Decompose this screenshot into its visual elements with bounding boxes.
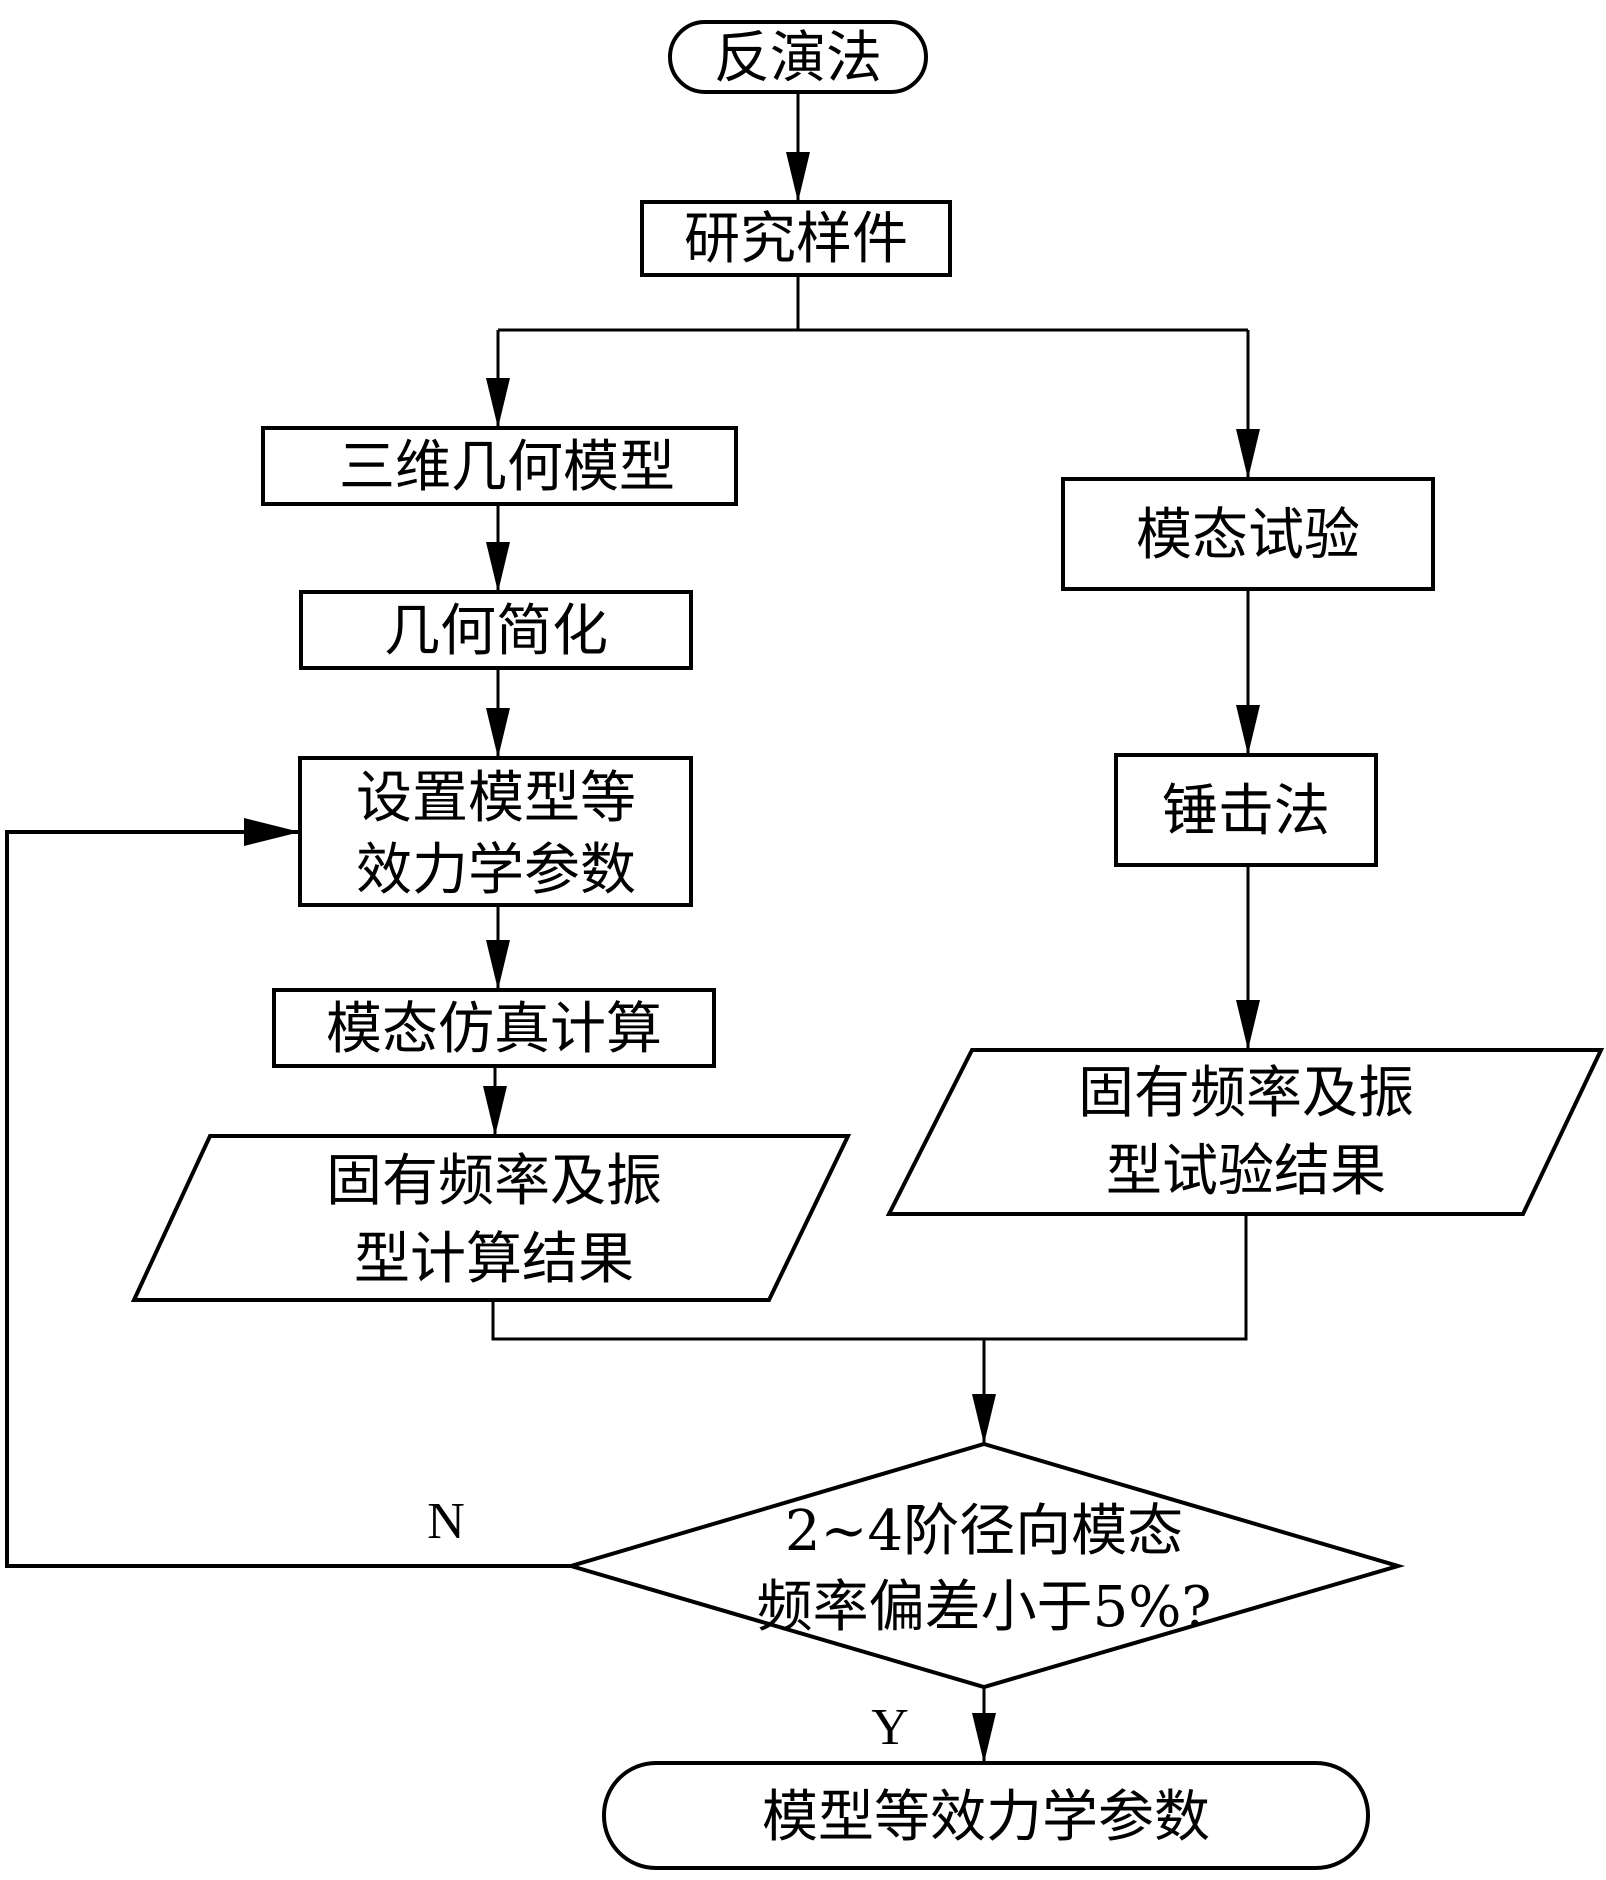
terminal-shape bbox=[668, 20, 928, 94]
node-test-result-line-2: 型试验结果 bbox=[1106, 1139, 1386, 1204]
node-decision-line-1: 2~4阶径向模态 bbox=[785, 1499, 1183, 1564]
process-shape bbox=[1114, 753, 1378, 867]
node-calc-result-line-2: 型计算结果 bbox=[354, 1227, 634, 1292]
process-shape bbox=[261, 426, 738, 506]
arrowhead-icon bbox=[1236, 429, 1260, 479]
node-simplify-label: 几何简化 bbox=[384, 599, 608, 664]
node-decision: 2~4阶径向模态 频率偏差小于5%? bbox=[563, 1441, 1406, 1690]
node-sample-label: 研究样件 bbox=[684, 207, 908, 272]
process-shape bbox=[640, 200, 952, 277]
arrowhead-icon bbox=[483, 1086, 507, 1136]
decision-shape bbox=[563, 1441, 1406, 1690]
node-calc-result-line-1: 固有频率及振 bbox=[326, 1149, 662, 1214]
node-set-params-line-1: 设置模型等 bbox=[356, 766, 636, 831]
process-shape bbox=[1061, 477, 1435, 591]
node-end-label: 模型等效力学参数 bbox=[762, 1785, 1210, 1850]
process-shape bbox=[299, 590, 693, 670]
process-shape bbox=[298, 756, 693, 907]
node-model3d: 三维几何模型 bbox=[261, 426, 738, 506]
node-test-result: 固有频率及振 型试验结果 bbox=[885, 1048, 1605, 1216]
node-set-params-line-2: 效力学参数 bbox=[356, 838, 636, 903]
arrowhead-icon bbox=[486, 378, 510, 428]
connectors bbox=[5, 92, 1260, 1763]
node-modal-test-label: 模态试验 bbox=[1136, 503, 1360, 568]
node-end: 模型等效力学参数 bbox=[602, 1761, 1370, 1870]
arrowhead-icon bbox=[244, 818, 300, 846]
terminal-shape bbox=[602, 1761, 1370, 1870]
node-calc-result: 固有频率及振 型计算结果 bbox=[130, 1134, 852, 1302]
node-start-label: 反演法 bbox=[714, 26, 882, 91]
arrowhead-icon bbox=[972, 1713, 996, 1763]
edge-label-no: N bbox=[427, 1493, 465, 1550]
data-shape bbox=[130, 1134, 852, 1302]
edge-results-merge bbox=[491, 1214, 1248, 1341]
arrowhead-icon bbox=[486, 542, 510, 592]
node-modal-sim: 模态仿真计算 bbox=[272, 988, 716, 1068]
arrowhead-icon bbox=[972, 1394, 996, 1444]
data-shape bbox=[885, 1048, 1605, 1216]
arrowhead-icon bbox=[1236, 1000, 1260, 1050]
node-hammer-label: 锤击法 bbox=[1162, 779, 1330, 844]
edge-label-yes: Y bbox=[871, 1699, 909, 1756]
node-set-params: 设置模型等 效力学参数 bbox=[298, 756, 693, 907]
node-modal-sim-label: 模态仿真计算 bbox=[326, 997, 662, 1062]
arrowhead-icon bbox=[486, 940, 510, 990]
node-start: 反演法 bbox=[668, 20, 928, 94]
node-test-result-line-1: 固有频率及振 bbox=[1078, 1061, 1414, 1126]
node-hammer: 锤击法 bbox=[1114, 753, 1378, 867]
arrowhead-icon bbox=[486, 708, 510, 758]
node-simplify: 几何简化 bbox=[299, 590, 693, 670]
arrowhead-icon bbox=[786, 152, 810, 202]
node-modal-test: 模态试验 bbox=[1061, 477, 1435, 591]
node-model3d-label: 三维几何模型 bbox=[339, 435, 675, 500]
node-decision-line-2: 频率偏差小于5%? bbox=[757, 1575, 1212, 1640]
process-shape bbox=[272, 988, 716, 1068]
arrowhead-icon bbox=[1236, 705, 1260, 755]
node-sample: 研究样件 bbox=[640, 200, 952, 277]
edge-decision-no-loop bbox=[5, 830, 571, 1568]
